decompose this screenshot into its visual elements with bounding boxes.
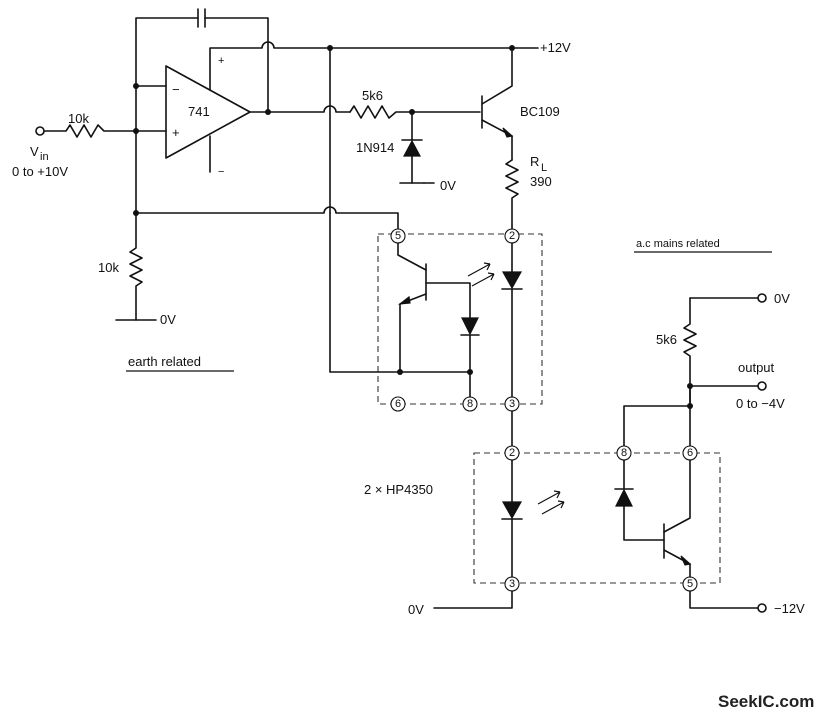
supply-positive-label: +12V bbox=[540, 40, 571, 55]
svg-text:2: 2 bbox=[509, 447, 515, 459]
diode-label: 1N914 bbox=[356, 140, 394, 155]
optocoupler-1-box bbox=[377, 233, 543, 405]
rl-label-sub: L bbox=[541, 162, 547, 174]
coupler-label: 2 × HP4350 bbox=[364, 482, 433, 497]
coupler-2-pin8-wire bbox=[623, 405, 691, 447]
svg-text:8: 8 bbox=[467, 398, 473, 410]
vin-label: V bbox=[30, 144, 39, 159]
feedback-to-emitter-wire bbox=[135, 206, 399, 231]
rl-label: R bbox=[530, 154, 539, 169]
watermark: SeekIC.com bbox=[718, 692, 814, 711]
base-resistor-label: 5k6 bbox=[362, 88, 383, 103]
bottom-resistor-10k: 10k 0V bbox=[98, 212, 176, 327]
output-0v-terminal-group: 0V bbox=[689, 291, 790, 306]
svg-text:2: 2 bbox=[509, 230, 515, 242]
ground-label-b: 0V bbox=[160, 312, 176, 327]
output-resistor-5k6: 5k6 bbox=[656, 297, 697, 407]
ground-label-c: 0V bbox=[408, 602, 424, 617]
rl-value: 390 bbox=[530, 174, 552, 189]
output-label: output bbox=[738, 360, 775, 375]
optocoupler-1-diode bbox=[460, 317, 480, 398]
neg-supply-terminal[interactable] bbox=[757, 603, 767, 613]
optocoupler-2-box bbox=[473, 452, 721, 584]
mains-related-label: a.c mains related bbox=[636, 238, 720, 250]
negative-supply-rail: −12V bbox=[689, 590, 805, 616]
rail-to-coupler-bottom bbox=[329, 212, 471, 373]
optocoupler-1-phototransistor bbox=[397, 242, 471, 373]
svg-text:6: 6 bbox=[395, 398, 401, 410]
supply-rail bbox=[209, 41, 513, 91]
out-0v-terminal[interactable] bbox=[757, 293, 767, 303]
base-resistor-5k6: 5k6 bbox=[349, 88, 481, 119]
diode-1n914: 1N914 0V bbox=[356, 111, 456, 193]
vin-terminal[interactable] bbox=[35, 126, 45, 136]
optocoupler-2-diode bbox=[614, 459, 665, 541]
optocoupler-2-pins: 2 8 6 3 5 bbox=[504, 445, 698, 592]
optocoupler-1-pins: 5 2 6 8 3 bbox=[390, 228, 520, 412]
vin-label-sub: in bbox=[40, 151, 49, 163]
svg-text:6: 6 bbox=[687, 447, 693, 459]
opamp-output-wire bbox=[249, 105, 351, 113]
vin-input: 10k V in 0 to +10V bbox=[12, 111, 139, 179]
output-resistor-label: 5k6 bbox=[656, 332, 677, 347]
optocoupler-2-phototransistor bbox=[663, 459, 692, 578]
ground-0v-rail: 0V bbox=[408, 590, 513, 617]
feedback-capacitor bbox=[135, 8, 269, 87]
svg-text:5: 5 bbox=[395, 230, 401, 242]
svg-text:3: 3 bbox=[509, 398, 515, 410]
opamp-plus-sign: + bbox=[172, 125, 180, 140]
junction bbox=[133, 83, 139, 89]
optocoupler-1-led bbox=[467, 242, 523, 398]
input-resistor-label: 10k bbox=[68, 111, 89, 126]
opamp-minus-sign: − bbox=[172, 82, 180, 97]
bottom-resistor-label: 10k bbox=[98, 260, 119, 275]
svg-text:5: 5 bbox=[687, 578, 693, 590]
vin-range: 0 to +10V bbox=[12, 164, 68, 179]
transistor-bc109: BC109 bbox=[481, 47, 560, 161]
transistor-label: BC109 bbox=[520, 104, 560, 119]
output-terminal[interactable] bbox=[757, 381, 767, 391]
junction bbox=[265, 109, 271, 115]
svg-text:3: 3 bbox=[509, 578, 515, 590]
opamp-741: 741 − + + − bbox=[165, 55, 251, 178]
svg-text:8: 8 bbox=[621, 447, 627, 459]
output-range: 0 to −4V bbox=[736, 396, 785, 411]
opamp-supply-plus: + bbox=[218, 55, 224, 67]
negative-supply-label: −12V bbox=[774, 601, 805, 616]
ground-label-a: 0V bbox=[440, 178, 456, 193]
opamp-label: 741 bbox=[188, 104, 210, 119]
opamp-supply-minus: − bbox=[218, 166, 224, 178]
out-0v-label: 0V bbox=[774, 291, 790, 306]
output-terminal-group: output 0 to −4V bbox=[687, 360, 785, 411]
load-resistor-rl: R L 390 bbox=[505, 154, 552, 227]
optocoupler-2-led bbox=[501, 459, 565, 578]
earth-related-label: earth related bbox=[128, 354, 201, 369]
